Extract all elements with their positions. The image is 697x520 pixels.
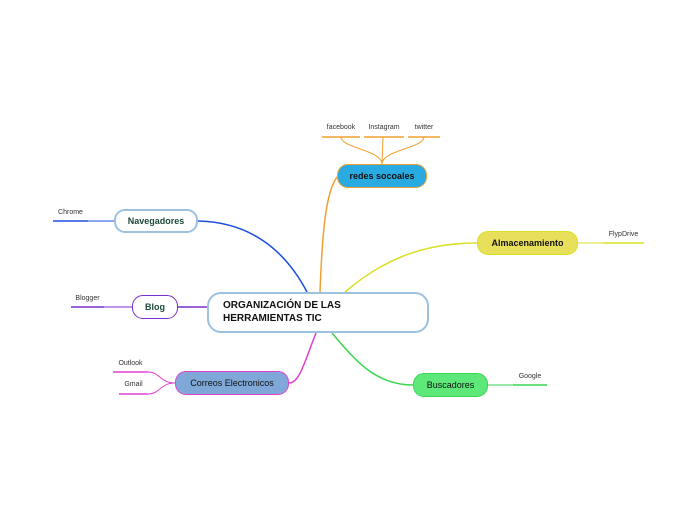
node-correos-electronicos[interactable]: Correos Electronicos	[175, 371, 289, 395]
leaf-blogger[interactable]: Blogger	[75, 295, 100, 302]
central-topic-line1: ORGANIZACIÓN DE LAS	[223, 300, 341, 311]
connector-outlook	[147, 371, 176, 384]
node-buscadores-label: Buscadores	[426, 380, 475, 390]
connector-navegadores	[197, 220, 308, 293]
node-navegadores-label: Navegadores	[127, 216, 185, 226]
connector-correos	[288, 332, 317, 384]
connector-instagram	[381, 136, 384, 165]
node-redes-socoales-label: redes socoales	[349, 171, 415, 181]
node-buscadores[interactable]: Buscadores	[413, 373, 488, 397]
leaf-gmail[interactable]: Gmail	[124, 381, 143, 388]
central-topic-line2: HERRAMIENTAS TIC	[223, 313, 322, 324]
central-topic[interactable]: ORGANIZACIÓN DE LAS HERRAMIENTAS TIC	[207, 292, 429, 333]
leaf-outlook[interactable]: Outlook	[118, 360, 143, 367]
node-correos-electronicos-label: Correos Electronicos	[190, 378, 274, 388]
connector-buscadores	[331, 332, 414, 386]
leaf-facebook[interactable]: facebook	[326, 124, 356, 131]
connector-almacenamiento	[344, 242, 478, 293]
leaf-chrome[interactable]: Chrome	[58, 209, 83, 216]
connector-twitter	[381, 136, 425, 165]
connector-redes	[319, 175, 339, 293]
node-blog-label: Blog	[145, 302, 165, 312]
leaf-google[interactable]: Google	[518, 373, 542, 380]
leaf-flypdrive[interactable]: FlypDrive	[608, 231, 639, 238]
leaf-instagram[interactable]: Instagram	[368, 124, 400, 131]
node-blog[interactable]: Blog	[132, 295, 178, 319]
leaf-twitter[interactable]: twitter	[414, 124, 434, 131]
node-navegadores[interactable]: Navegadores	[114, 209, 198, 233]
connector-facebook	[340, 136, 383, 165]
connector-gmail	[147, 382, 176, 395]
node-almacenamiento-label: Almacenamiento	[491, 238, 564, 248]
node-redes-socoales[interactable]: redes socoales	[337, 164, 427, 188]
node-almacenamiento[interactable]: Almacenamiento	[477, 231, 578, 255]
